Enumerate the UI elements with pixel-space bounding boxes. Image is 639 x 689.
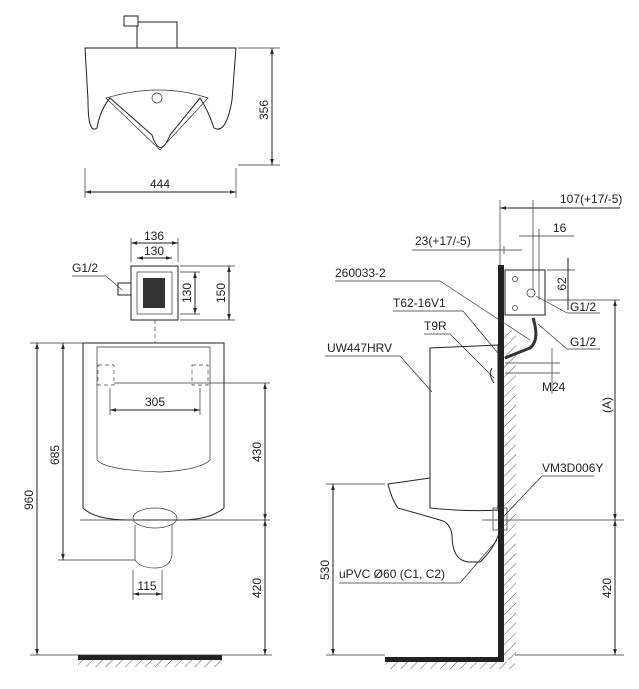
- dim-top-width: 444: [150, 177, 170, 191]
- label-upvc: uPVC Ø60 (C1, C2): [339, 567, 445, 581]
- flush-valve-top: [136, 21, 178, 49]
- urinal-front-body: [82, 342, 225, 521]
- label-260033-2: 260033-2: [335, 266, 386, 280]
- inlet-fitting: [123, 15, 139, 27]
- spud-t9r: [489, 367, 495, 384]
- wall: [498, 265, 504, 660]
- label-model: UW447HRV: [327, 341, 392, 355]
- dim-62: 62: [555, 277, 569, 291]
- inlet-g12: [117, 282, 132, 296]
- dim-box-inner: 130: [144, 244, 164, 258]
- label-inlet-g12: G1/2: [72, 261, 98, 275]
- dim-outlet-width: 115: [137, 579, 156, 593]
- dim-box-outer: 136: [144, 229, 164, 243]
- floor-side: [385, 657, 504, 662]
- urinal-top-outline: [84, 47, 237, 148]
- dim-top-height: 356: [257, 100, 271, 120]
- dim-total-height: 960: [22, 490, 36, 510]
- dim-a: (A): [600, 397, 614, 413]
- label-t9r: T9R: [424, 319, 447, 333]
- dim-420-side: 420: [600, 578, 614, 598]
- label-g12-top: G1/2: [570, 300, 596, 314]
- urinal-side-body: [429, 344, 499, 512]
- dim-530: 530: [318, 560, 332, 580]
- outlet-connector: [492, 507, 508, 531]
- outlet: [132, 507, 178, 529]
- dim-16: 16: [553, 221, 567, 235]
- label-t62-16v1: T62-16V1: [393, 296, 446, 310]
- dim-box-h2: 150: [214, 283, 228, 303]
- dim-box-h1: 130: [180, 283, 194, 303]
- dim-23: 23(+17/-5): [415, 234, 471, 248]
- dim-outlet-height: 420: [250, 578, 264, 598]
- dim-body-height: 685: [48, 445, 62, 465]
- floor-front: [78, 655, 222, 660]
- dim-bracket-span: 305: [145, 395, 165, 409]
- bracket-left: [97, 364, 115, 386]
- top-view: 356 444: [84, 15, 280, 198]
- label-vm3d006y: VM3D006Y: [542, 461, 603, 475]
- bracket-right: [191, 364, 209, 386]
- label-m24: M24: [542, 380, 566, 394]
- label-g12-bottom: G1/2: [570, 335, 596, 349]
- dim-bracket-to-outlet: 430: [250, 442, 264, 462]
- spreader-icon: [151, 92, 163, 104]
- dim-107: 107(+17/-5): [560, 192, 622, 206]
- flex-hose: [504, 317, 538, 360]
- front-view: 136 130 130 150 G1/2 305 115 960: [22, 229, 272, 667]
- flush-valve-side: [504, 269, 546, 316]
- side-view: 107(+17/-5) 23(+17/-5) 16 62 G1/2 G1/2 M…: [318, 192, 624, 669]
